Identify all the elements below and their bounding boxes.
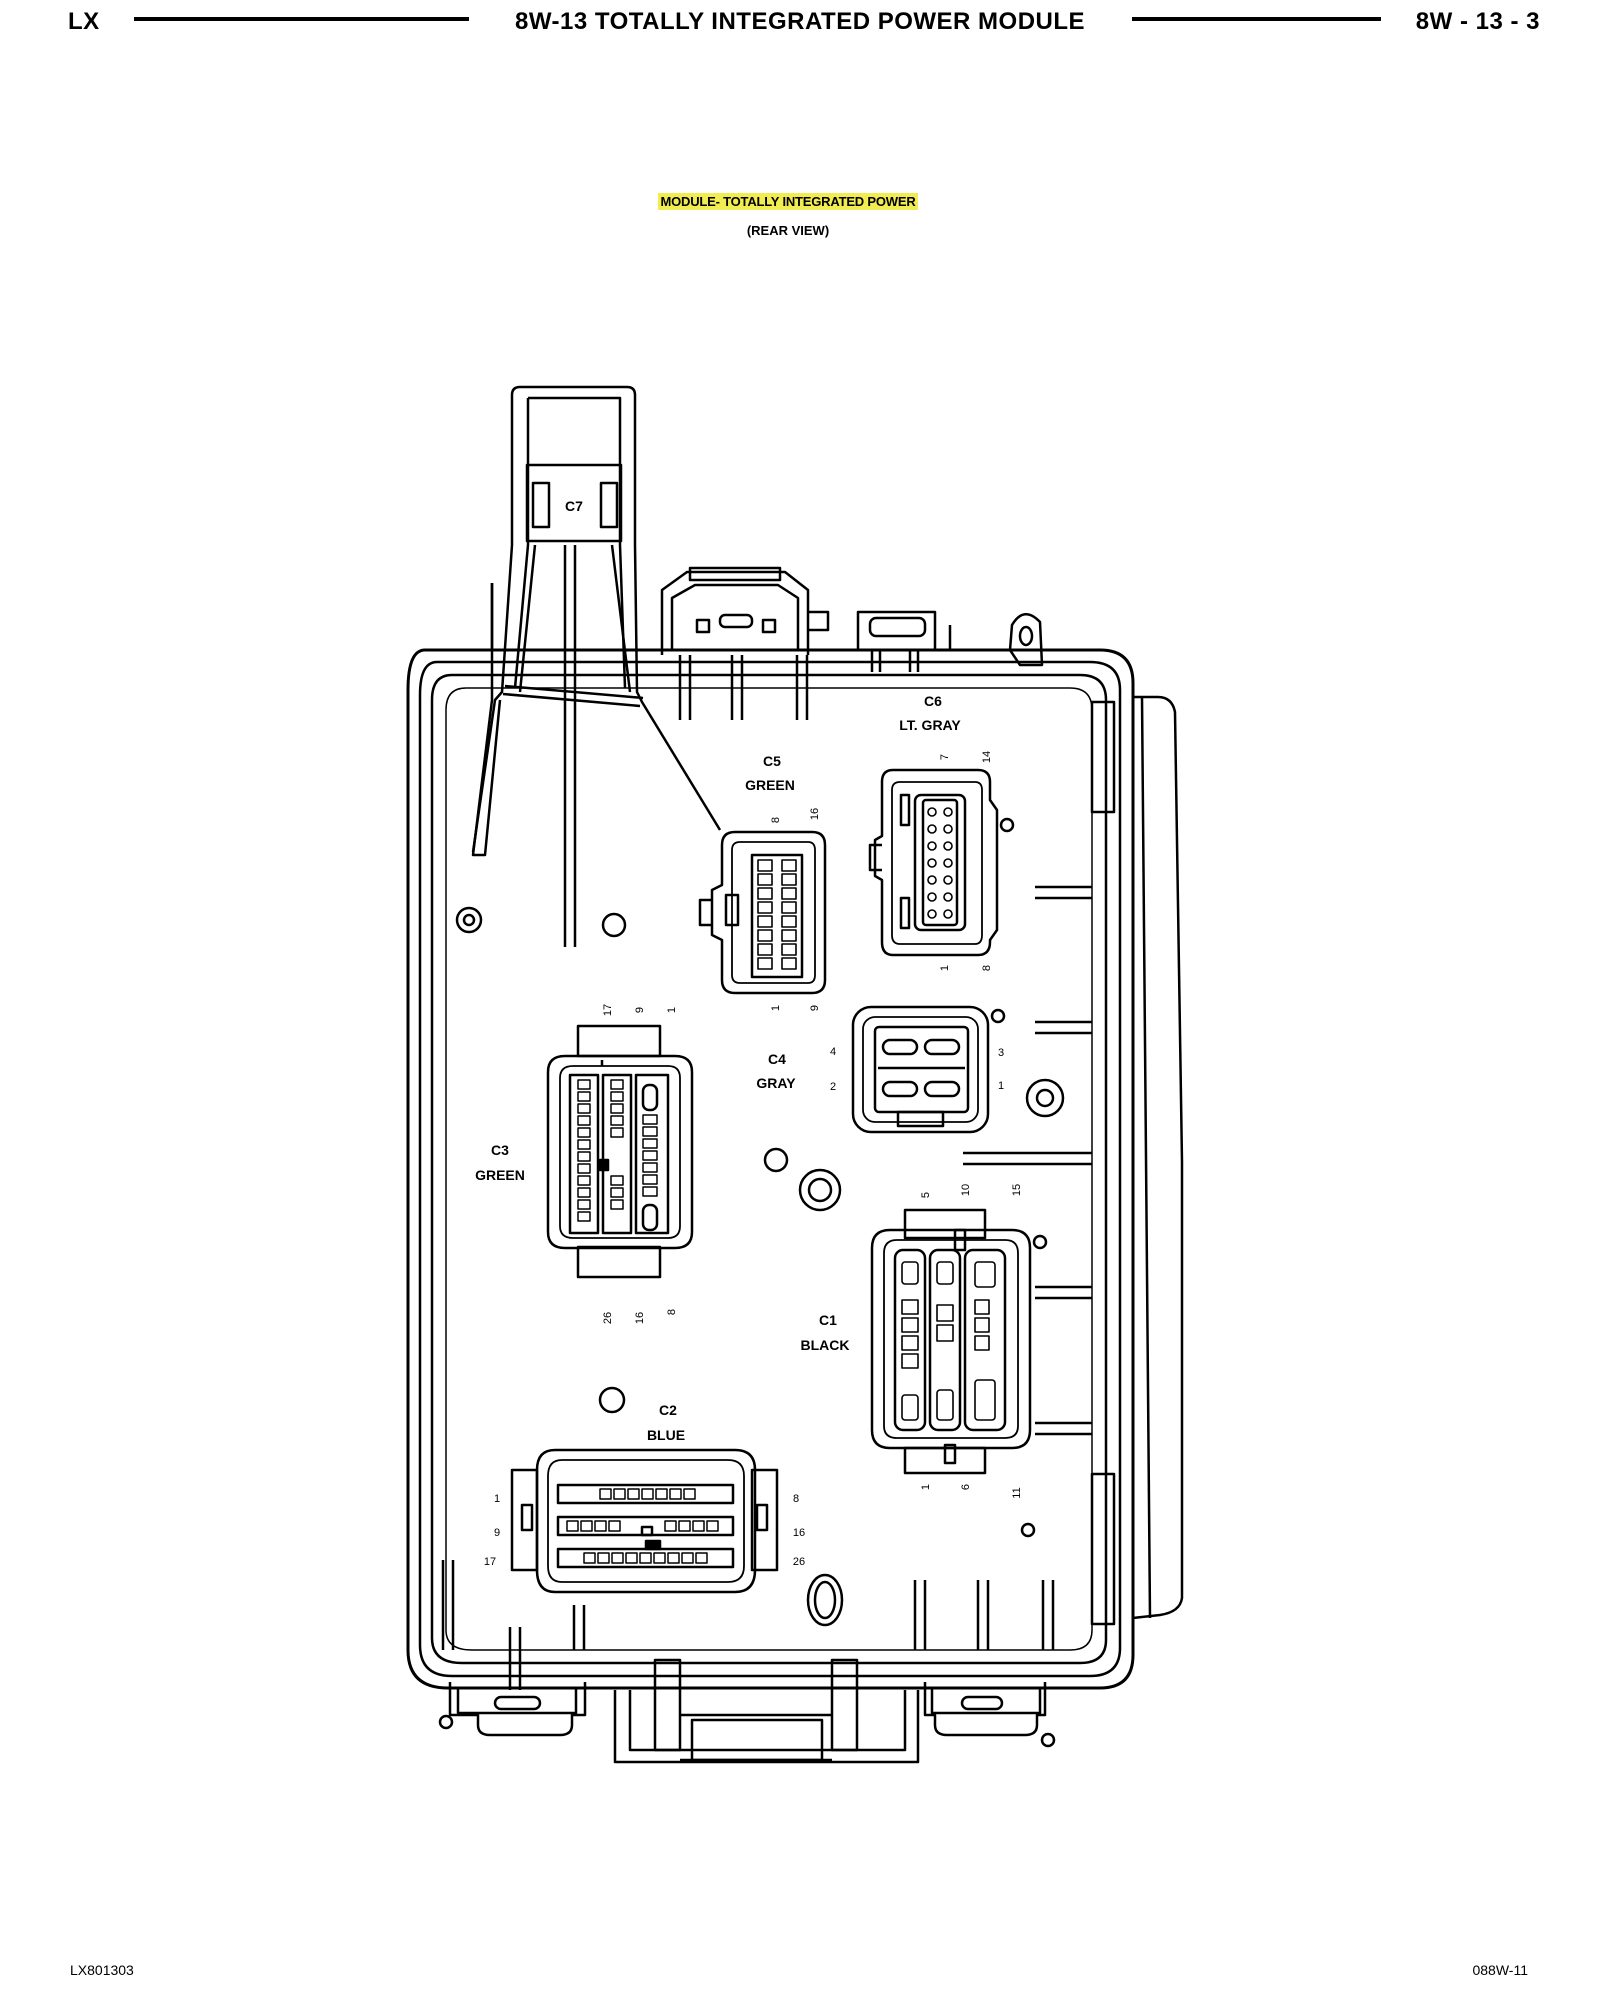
c6-pin-1: 1 — [939, 965, 951, 971]
c5-pin-16: 16 — [809, 808, 821, 820]
c5-color: GREEN — [745, 777, 795, 793]
c5-pin-1: 1 — [770, 1005, 782, 1011]
c4-pin-4: 4 — [830, 1046, 836, 1058]
diagram-title: MODULE- TOTALLY INTEGRATED POWER — [658, 193, 918, 210]
bottom-edge-features — [441, 1560, 1055, 1764]
c1-pin-11: 11 — [1011, 1487, 1023, 1498]
c5-pin-8: 8 — [770, 817, 782, 823]
c3-pin-16: 16 — [634, 1312, 646, 1324]
c1-label: C1 — [819, 1312, 837, 1328]
c2-pin-16: 16 — [793, 1527, 805, 1539]
c2-connector — [510, 1448, 779, 1594]
c6-pin-14: 14 — [981, 751, 993, 763]
c6-pin-7: 7 — [939, 754, 951, 760]
mounting-holes — [438, 906, 1065, 1748]
c2-pin-26: 26 — [793, 1556, 805, 1568]
c3-pin-1: 1 — [666, 1007, 678, 1013]
c1-pin-5: 5 — [920, 1192, 932, 1198]
c4-label: C4 — [768, 1051, 786, 1067]
c5-connector — [698, 830, 827, 995]
c4-connector — [851, 1005, 1006, 1134]
c3-pin-8: 8 — [666, 1309, 678, 1315]
c1-pin-15: 15 — [1011, 1184, 1023, 1196]
c3-connector — [546, 1024, 694, 1279]
diagram-subtitle: (REAR VIEW) — [746, 223, 830, 238]
c3-color: GREEN — [475, 1167, 525, 1183]
c6-pin-8: 8 — [981, 965, 993, 971]
figure-id-right: 088W-11 — [1472, 1962, 1528, 1978]
c4-color: GRAY — [756, 1075, 796, 1091]
c2-pin-17: 17 — [484, 1556, 496, 1568]
c3-pin-9: 9 — [634, 1007, 646, 1013]
page-header-left: LX — [68, 8, 100, 35]
c1-pin-1: 1 — [920, 1484, 932, 1490]
c7-connector — [471, 385, 722, 947]
c2-label: C2 — [659, 1402, 677, 1418]
c2-pin-1: 1 — [494, 1493, 500, 1505]
c6-connector — [868, 768, 1015, 957]
c2-pin-9: 9 — [494, 1527, 500, 1539]
top-edge-connectors — [490, 566, 1044, 720]
c7-label: C7 — [565, 498, 583, 514]
c5-label: C5 — [763, 753, 781, 769]
c6-color: LT. GRAY — [899, 717, 961, 733]
c4-pin-3: 3 — [998, 1047, 1004, 1059]
c4-pin-2: 2 — [830, 1081, 836, 1093]
c3-label: C3 — [491, 1142, 509, 1158]
header-rule-left — [134, 17, 469, 21]
page-header-title: 8W-13 TOTALLY INTEGRATED POWER MODULE — [514, 8, 1086, 35]
c1-connector — [870, 1208, 1048, 1475]
c1-pin-10: 10 — [960, 1184, 972, 1196]
c5-pin-9: 9 — [809, 1005, 821, 1011]
c2-color: BLUE — [647, 1427, 685, 1443]
c2-pin-8: 8 — [793, 1493, 799, 1505]
c1-pin-6: 6 — [960, 1484, 972, 1490]
diagram-title-block: MODULE- TOTALLY INTEGRATED POWER (REAR V… — [0, 193, 1576, 238]
c3-pin-26: 26 — [602, 1312, 614, 1324]
c6-label: C6 — [924, 693, 942, 709]
c3-pin-17: 17 — [602, 1004, 614, 1016]
c4-pin-1: 1 — [998, 1080, 1004, 1092]
header-rule-right — [1132, 17, 1381, 21]
figure-id-left: LX801303 — [70, 1962, 134, 1978]
c1-color: BLACK — [801, 1337, 850, 1353]
module-housing — [406, 648, 1184, 1690]
page-header-right: 8W - 13 - 3 — [1415, 8, 1540, 35]
